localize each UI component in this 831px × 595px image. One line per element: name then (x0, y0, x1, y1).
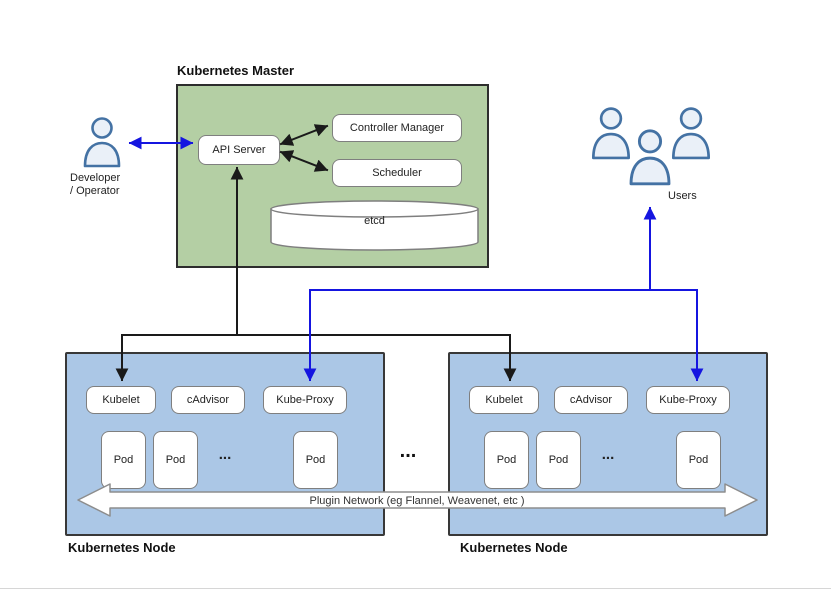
cylinder-shape-icon (270, 200, 479, 251)
developer-person-icon (83, 117, 121, 168)
user-icon (629, 129, 671, 186)
kubelet-box: Kubelet (469, 386, 539, 414)
node-title-2: Kubernetes Node (460, 540, 568, 555)
kube-proxy-box: Kube-Proxy (263, 386, 347, 414)
cadvisor-box: cAdvisor (171, 386, 245, 414)
pod-box: Pod (536, 431, 581, 489)
developer-operator-label: Developer / Operator (70, 172, 120, 198)
users-label: Users (668, 190, 697, 202)
pods-ellipsis: ... (218, 446, 232, 463)
kubelet-box: Kubelet (86, 386, 156, 414)
node-title-1: Kubernetes Node (68, 540, 176, 555)
user-icon (591, 107, 631, 160)
pod-box: Pod (484, 431, 529, 489)
controller-manager-box: Controller Manager (332, 114, 462, 142)
developer-label-line2: / Operator (70, 185, 120, 197)
kubernetes-node-box-1: Kubelet cAdvisor Kube-Proxy Pod Pod ... … (65, 352, 385, 536)
kubernetes-master-box: API Server Controller Manager Scheduler … (176, 84, 489, 268)
pod-box: Pod (101, 431, 146, 489)
nodes-separator-ellipsis: ... (399, 440, 417, 462)
master-title: Kubernetes Master (177, 63, 295, 78)
kubernetes-node-box-2: Kubelet cAdvisor Kube-Proxy Pod Pod ... … (448, 352, 768, 536)
pods-ellipsis: ... (601, 446, 615, 463)
cadvisor-box: cAdvisor (554, 386, 628, 414)
plugin-network-label: Plugin Network (eg Flannel, Weavenet, et… (309, 495, 525, 507)
bottom-divider (0, 588, 831, 589)
etcd-cylinder: etcd (269, 199, 480, 252)
pod-box: Pod (293, 431, 338, 489)
scheduler-box: Scheduler (332, 159, 462, 187)
api-server-box: API Server (198, 135, 280, 165)
developer-label-line1: Developer (70, 172, 121, 184)
pod-box: Pod (676, 431, 721, 489)
etcd-label: etcd (364, 215, 385, 227)
user-icon (671, 107, 711, 160)
pod-box: Pod (153, 431, 198, 489)
kube-proxy-box: Kube-Proxy (646, 386, 730, 414)
